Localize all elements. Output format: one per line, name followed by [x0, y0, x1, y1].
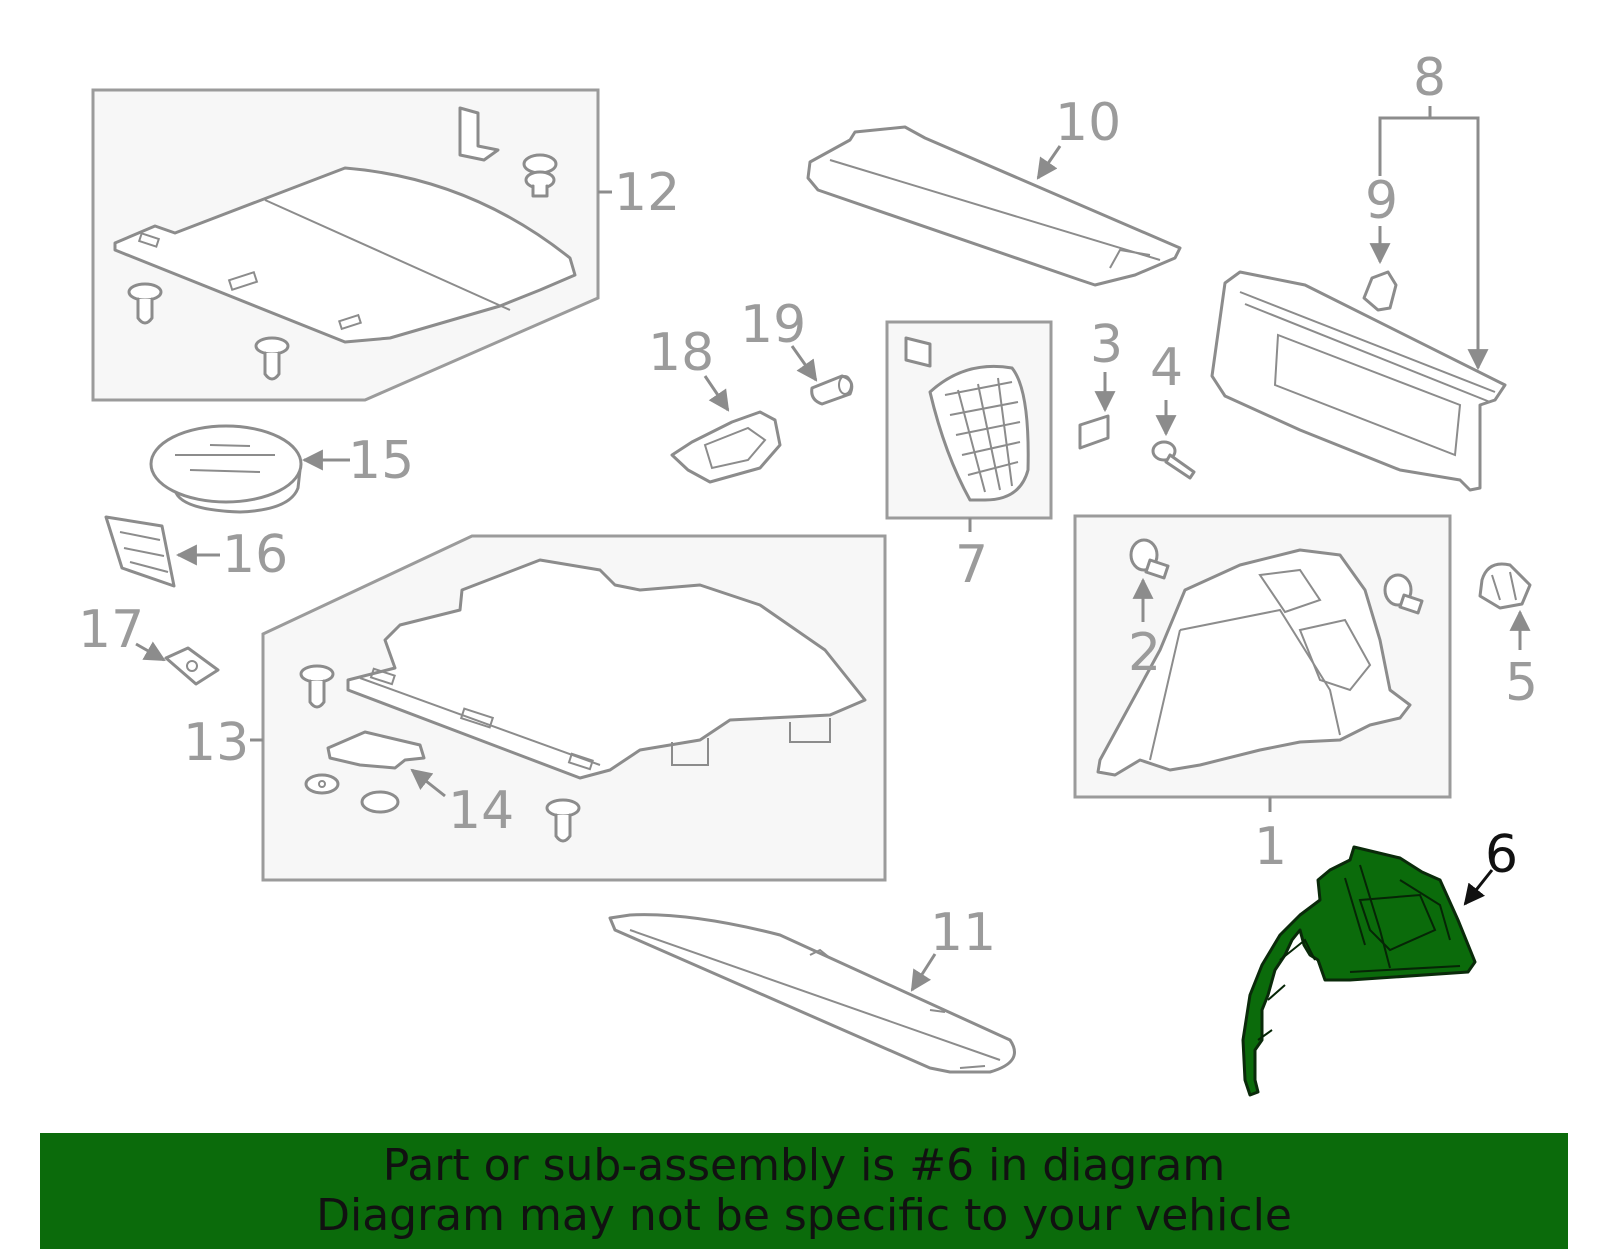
shelf-clip-1: [522, 153, 558, 198]
part-19-cap: 19: [740, 295, 854, 406]
callout-9: 9: [1365, 171, 1398, 231]
callout-18: 18: [648, 323, 714, 383]
part-4-bolt: 4: [1150, 338, 1196, 480]
part-6-wheelhouse-liner-highlighted[interactable]: 6: [1241, 825, 1518, 1097]
callout-19: 19: [740, 295, 806, 355]
group-box-7: 7: [885, 320, 1053, 595]
part-11-tonneau-cover: 11: [608, 903, 1016, 1074]
shelf-pin-2: [254, 336, 290, 381]
callout-7: 7: [955, 535, 988, 595]
clip-right: [1383, 573, 1424, 615]
group-box-1: 2 1: [1073, 514, 1452, 877]
part-16-bracket: 16: [104, 515, 288, 588]
part-9-clip: [1362, 270, 1398, 312]
clip-2: [1129, 538, 1170, 580]
callout-5: 5: [1505, 653, 1538, 713]
banner-line-2: Diagram may not be specific to your vehi…: [316, 1190, 1292, 1241]
group-box-13: 14 13: [183, 534, 887, 882]
group-box-12: 12: [91, 88, 680, 402]
part-8-rear-garnish: 8 9: [1210, 48, 1507, 492]
info-banner: Part or sub-assembly is #6 in diagram Di…: [40, 1133, 1568, 1249]
callout-3: 3: [1090, 315, 1123, 375]
part-18-hook: 18: [648, 323, 782, 484]
callout-14: 14: [448, 781, 514, 841]
floor-pin-1: [299, 664, 335, 709]
shelf-pin-1: [127, 282, 163, 325]
callout-6: 6: [1485, 825, 1518, 885]
part-5-clip: 5: [1478, 562, 1538, 713]
callout-17: 17: [78, 600, 144, 660]
trunk-side-lining: [1096, 548, 1412, 777]
part-10-trim-panel: 10: [806, 93, 1182, 287]
part-17-nut: 17: [78, 600, 220, 686]
callout-2: 2: [1128, 623, 1161, 683]
callout-11: 11: [930, 903, 996, 963]
callout-15: 15: [348, 431, 414, 491]
shelf-bracket: [458, 106, 500, 162]
callout-4: 4: [1150, 338, 1183, 398]
rear-shelf-panel: [113, 166, 577, 344]
part-14-hook: [326, 730, 426, 770]
part-3-pad: 3: [1078, 315, 1123, 450]
callout-13: 13: [183, 713, 249, 773]
banner-line-1: Part or sub-assembly is #6 in diagram: [382, 1140, 1226, 1191]
callout-8: 8: [1413, 48, 1446, 108]
callout-10: 10: [1055, 93, 1121, 153]
part-15-spare-tire-holder: 15: [149, 424, 414, 514]
exploded-parts-diagram: 12 10 8 9 18 19: [78, 48, 1538, 1097]
callout-1: 1: [1254, 817, 1287, 877]
floor-pin-2: [545, 798, 581, 843]
callout-12: 12: [614, 163, 680, 223]
callout-16: 16: [222, 525, 288, 585]
